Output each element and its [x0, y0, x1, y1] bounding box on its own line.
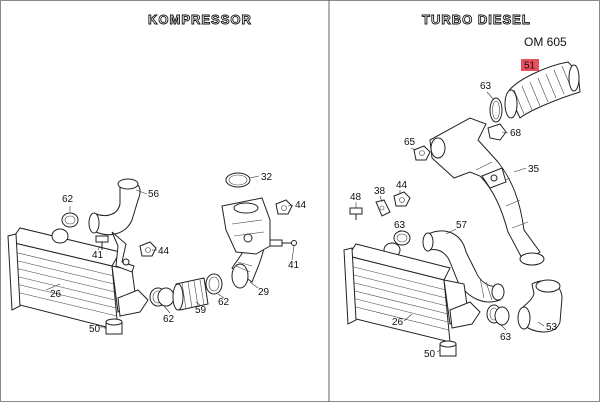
label-48: 48 [350, 192, 362, 203]
part-68-nut[interactable] [487, 123, 507, 141]
label-41-b: 41 [288, 260, 300, 271]
left-panel: KOMPRESSOR [7, 12, 307, 335]
label-38: 38 [374, 186, 386, 197]
part-44-nut-right[interactable] [275, 199, 293, 215]
label-29: 29 [258, 287, 270, 298]
label-44-a: 44 [158, 246, 170, 257]
label-32: 32 [261, 172, 273, 183]
label-26-left: 26 [50, 289, 62, 300]
part-41-bolt-left[interactable] [95, 235, 109, 250]
label-41-a: 41 [92, 250, 104, 261]
label-51: 51 [524, 61, 536, 72]
part-62-clamp-lower[interactable] [149, 287, 175, 307]
left-leader-lines [45, 175, 295, 328]
engine-code: OM 605 [524, 35, 567, 49]
right-panel: TURBO DIESEL OM 605 51 [343, 12, 581, 360]
label-44-b: 44 [295, 200, 307, 211]
part-62-clamp-mid[interactable] [205, 273, 223, 295]
part-62-clamp-upper[interactable] [51, 212, 79, 244]
label-50-left: 50 [89, 324, 101, 335]
label-50-right: 50 [424, 349, 436, 360]
label-35: 35 [528, 164, 540, 175]
part-56-elbow[interactable] [88, 178, 141, 236]
part-63-clamp-top[interactable] [489, 97, 503, 123]
right-leader-lines [355, 91, 545, 353]
part-26-intercooler-right[interactable] [343, 243, 481, 343]
left-panel-title: KOMPRESSOR [148, 12, 252, 27]
label-26-right: 26 [392, 317, 404, 328]
part-48-bolt[interactable] [349, 207, 363, 220]
part-50-plug-right[interactable] [439, 340, 457, 357]
part-63-clamp-lower[interactable] [486, 304, 510, 326]
label-59: 59 [195, 305, 207, 316]
label-63-a: 63 [480, 81, 492, 92]
part-51-badge: 51 [521, 59, 539, 72]
label-65: 65 [404, 137, 416, 148]
part-53-elbow[interactable] [517, 279, 563, 333]
part-26-intercooler[interactable] [7, 227, 149, 331]
part-41-bracket[interactable] [111, 231, 135, 273]
label-62-b: 62 [163, 314, 175, 325]
label-63-b: 63 [394, 220, 406, 231]
label-56: 56 [148, 189, 160, 200]
part-32-gasket[interactable] [225, 172, 251, 188]
throttle-housing[interactable] [221, 197, 271, 255]
part-51-hose[interactable] [504, 61, 581, 119]
part-44-nut-right-panel[interactable] [393, 191, 411, 207]
label-62-a: 62 [62, 194, 74, 205]
label-44-right: 44 [396, 180, 408, 191]
part-50-plug[interactable] [104, 318, 123, 335]
label-57: 57 [456, 220, 468, 231]
part-38-fitting[interactable] [375, 199, 391, 217]
part-57-hose[interactable] [422, 230, 505, 303]
part-44-nut-left[interactable] [139, 241, 157, 257]
right-panel-title: TURBO DIESEL [422, 12, 531, 27]
part-41-bolt-right[interactable] [269, 239, 297, 247]
label-62-c: 62 [218, 297, 230, 308]
part-65-nut[interactable] [413, 145, 431, 161]
part-35-pipe[interactable] [429, 117, 545, 266]
label-68: 68 [510, 128, 522, 139]
part-59-hose[interactable] [172, 277, 209, 311]
label-63-c: 63 [500, 332, 512, 343]
highlight-badge [521, 59, 539, 71]
label-53: 53 [546, 322, 558, 333]
